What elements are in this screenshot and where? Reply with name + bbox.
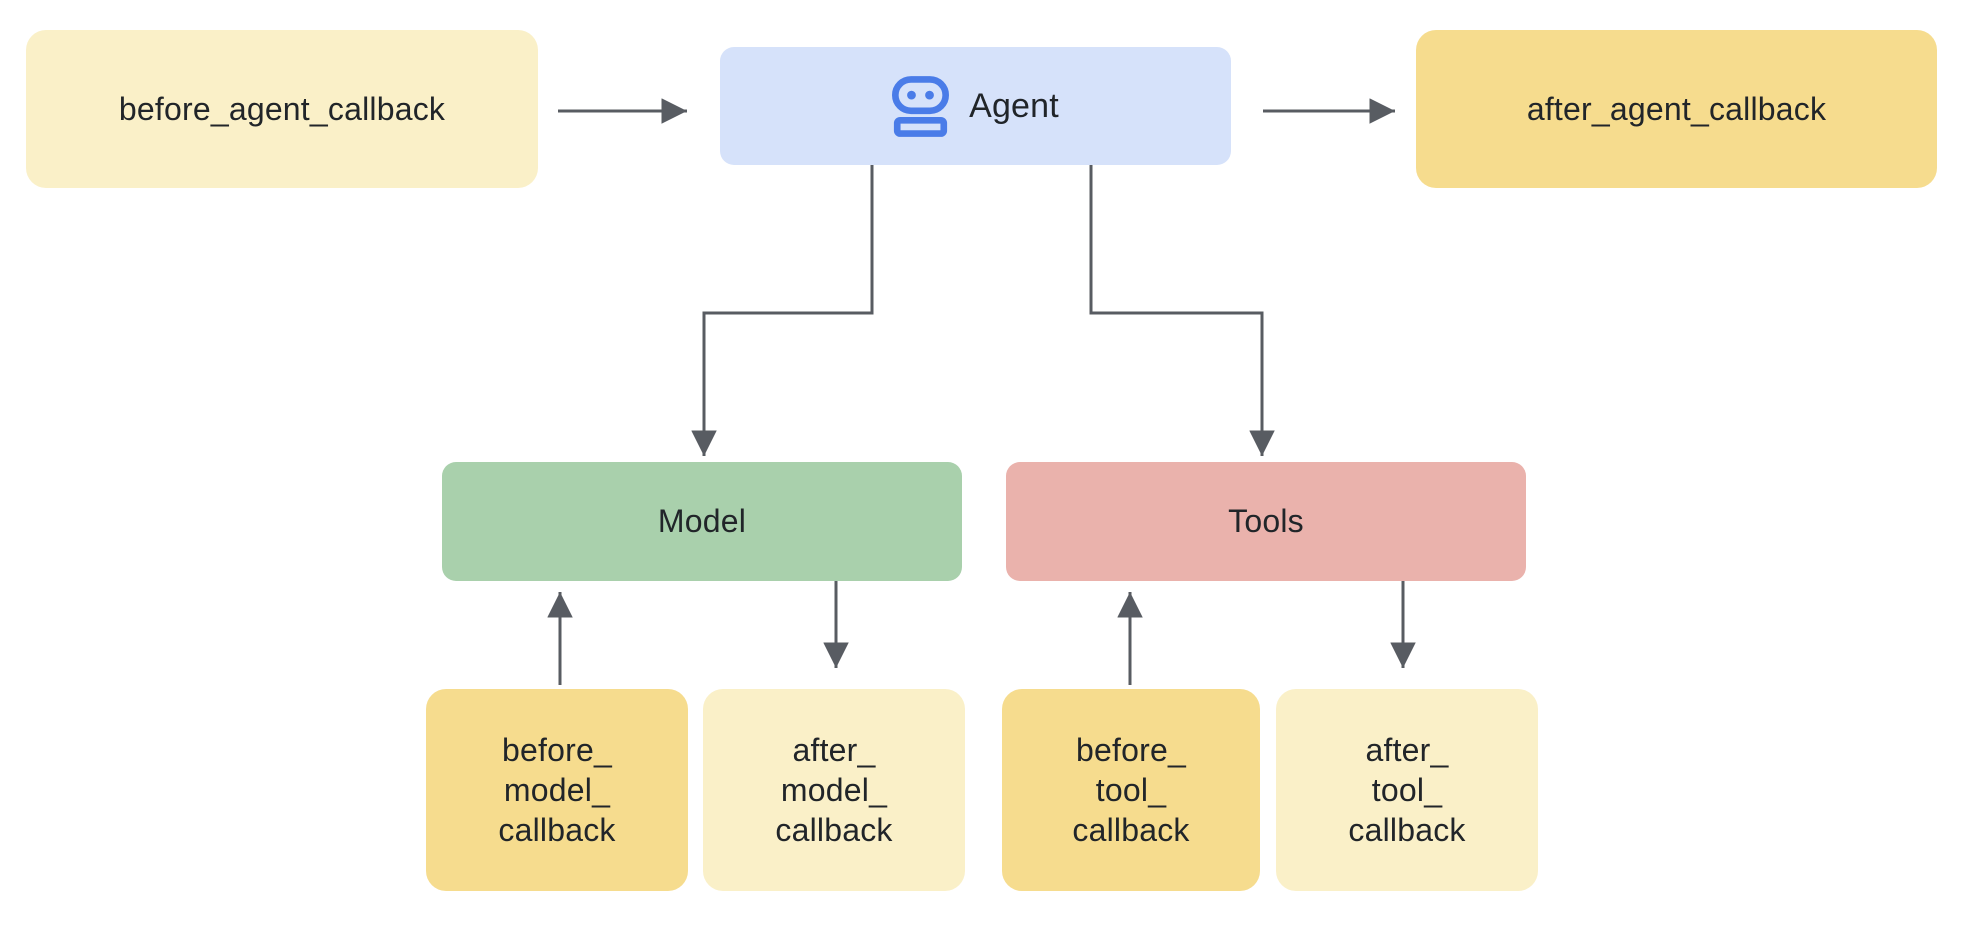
node-label-line: before_ [502,732,612,768]
node-before-model-callback: before_ model_ callback [426,689,688,891]
robot-icon [892,75,950,137]
node-label-line: model_ [780,772,888,808]
node-label-line: callback [775,812,893,848]
node-model: Model [442,462,962,581]
node-after-model-callback: after_ model_ callback [703,689,965,891]
edge-agent-to-model [691,165,874,456]
node-after-tool-callback: after_ tool_ callback [1276,689,1538,891]
node-label: after_agent_callback [1526,90,1827,127]
node-tools: Tools [1006,462,1526,581]
node-label-line: callback [498,812,616,848]
node-label-line: tool_ [1095,772,1167,808]
node-agent: Agent [720,47,1231,165]
node-label-line: callback [1348,812,1466,848]
node-label-line: after_ [792,732,876,768]
node-label-line: tool_ [1371,772,1443,808]
node-before-tool-callback: before_ tool_ callback [1002,689,1260,891]
node-label-line: after_ [1365,732,1449,768]
node-label-line: before_ [1076,732,1186,768]
node-label: before_agent_callback [118,90,446,127]
edge-agent-to-tools [1089,165,1275,456]
node-label: Agent [969,86,1059,125]
node-label: Tools [1228,503,1304,539]
node-label: Model [657,503,747,539]
node-label-line: model_ [503,772,611,808]
node-after-agent-callback: after_agent_callback [1416,30,1937,188]
node-label-line: callback [1072,812,1190,848]
node-before-agent-callback: before_agent_callback [26,30,538,188]
